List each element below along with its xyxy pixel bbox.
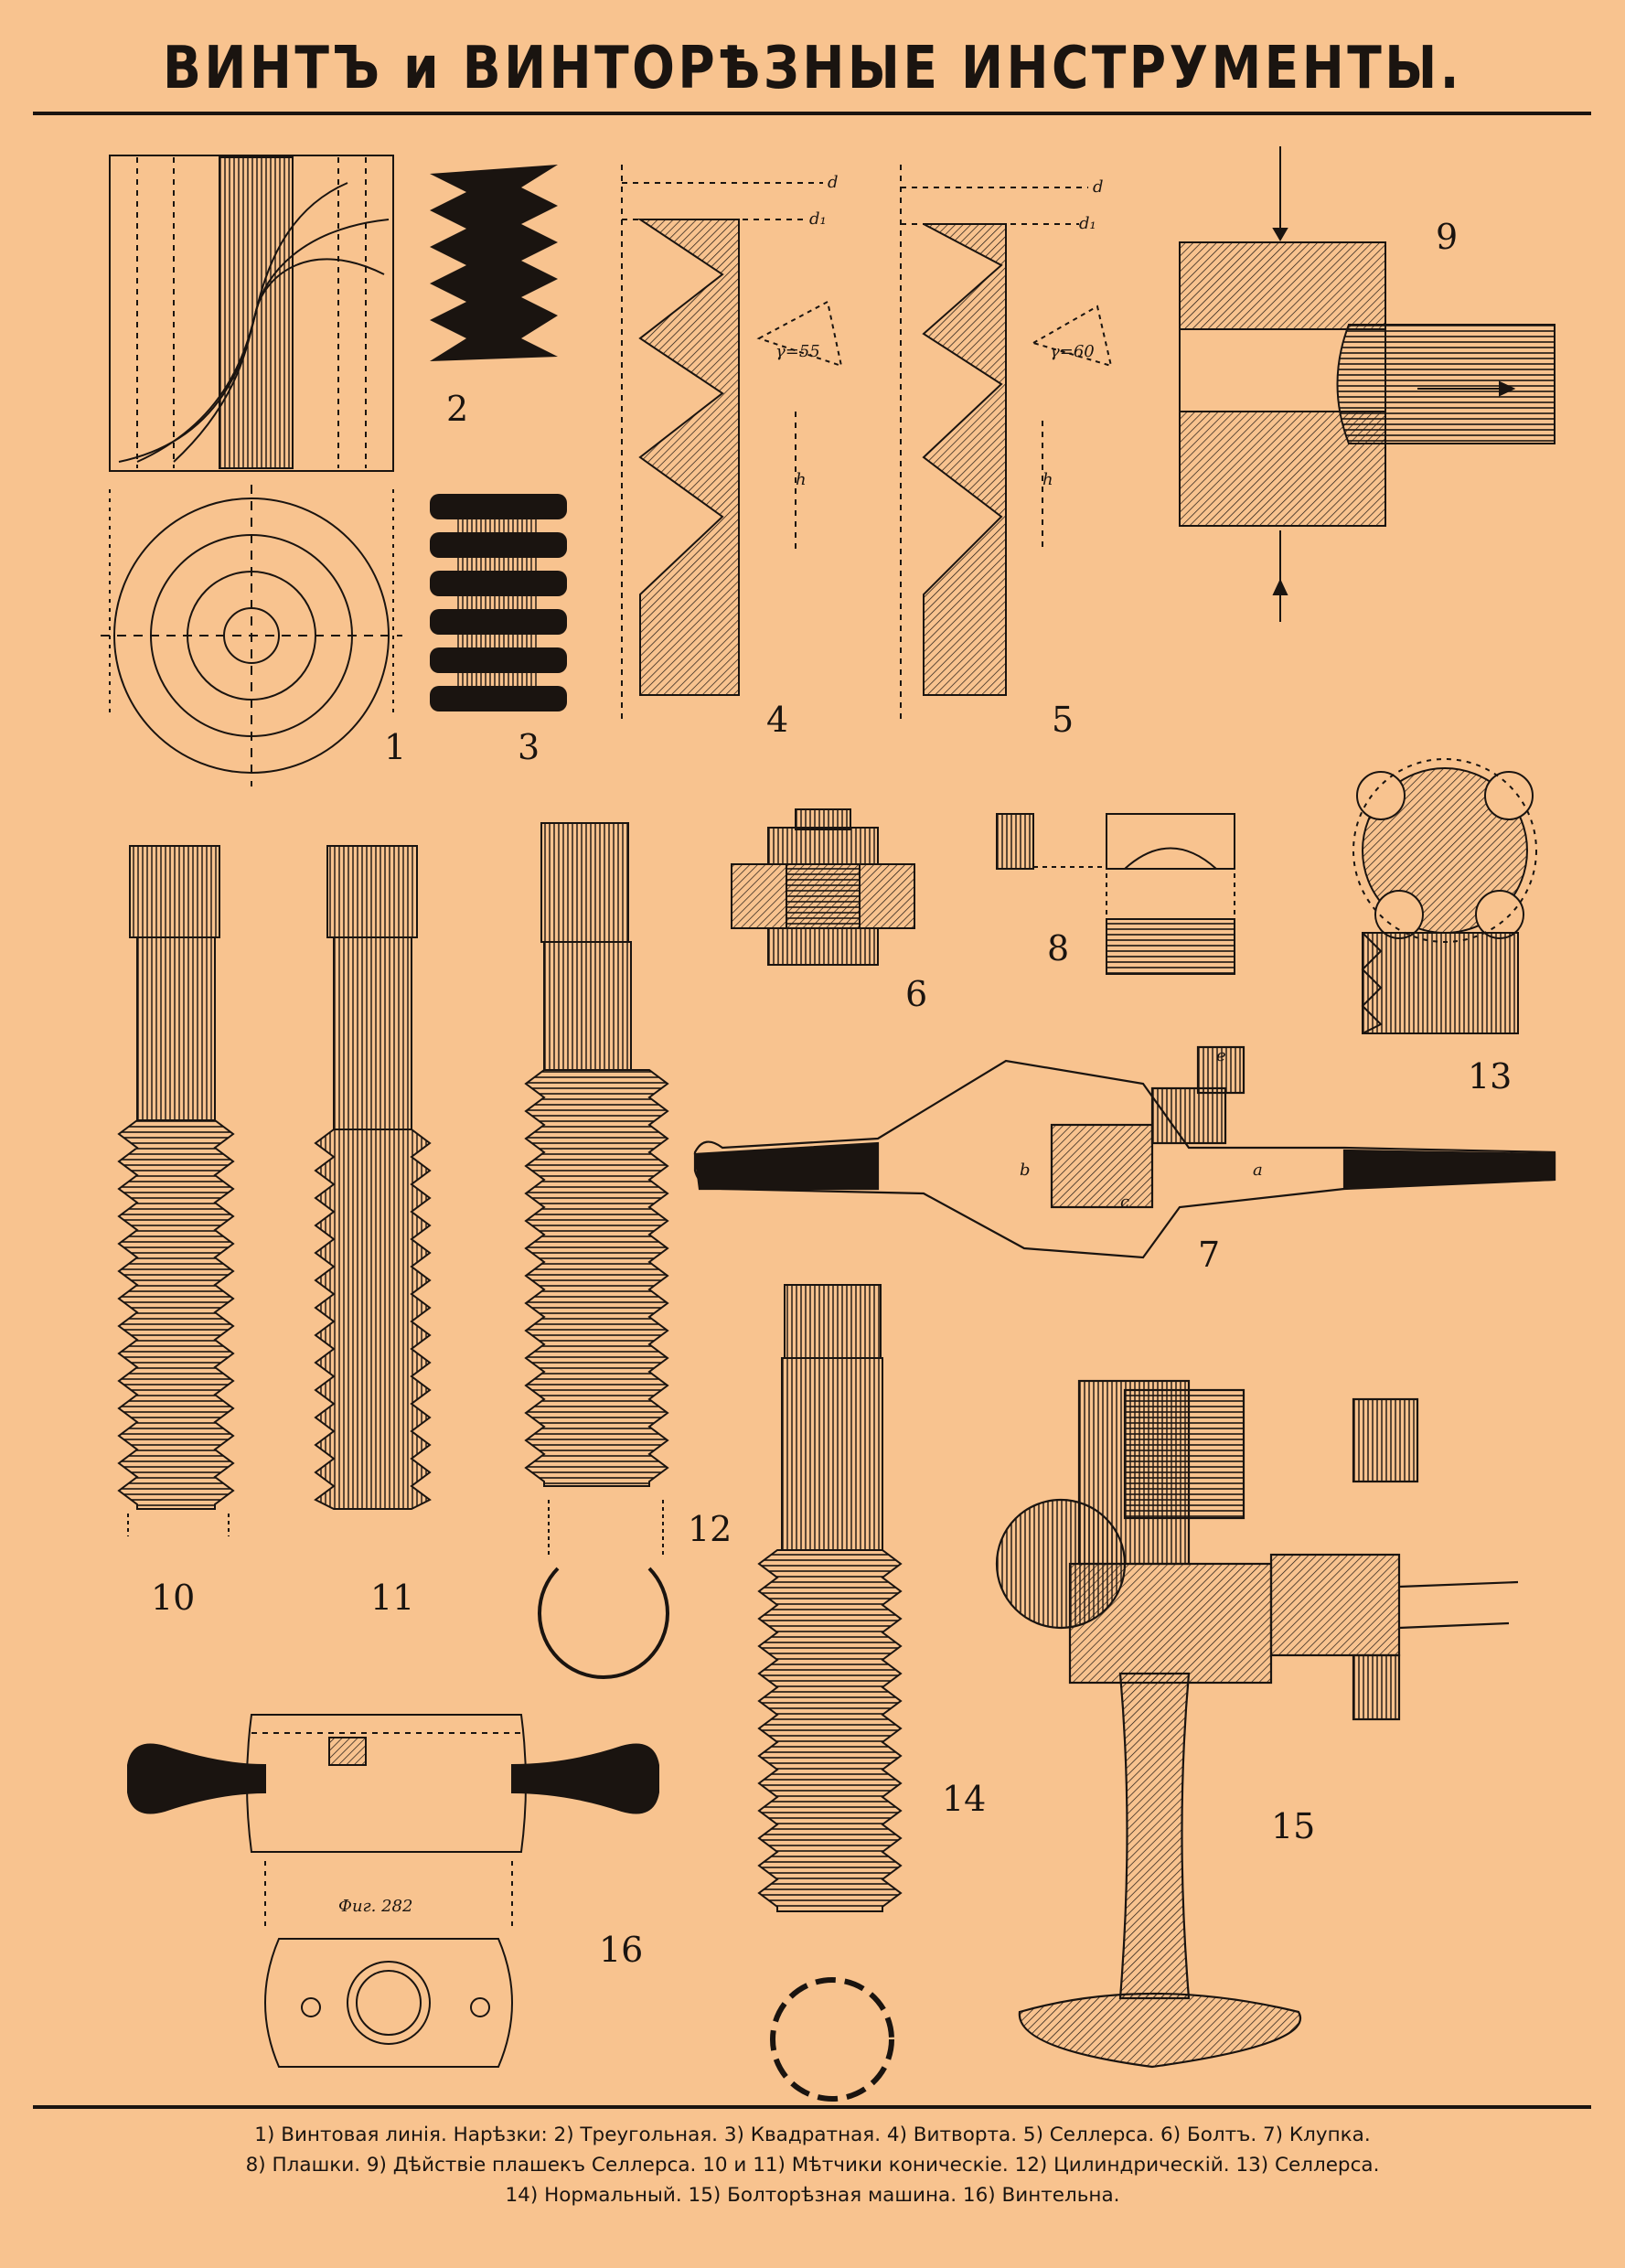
fig5-sellers-profile: [900, 165, 1113, 722]
fig6-bolt: [731, 808, 915, 966]
fig7-label-c: c: [1120, 1193, 1129, 1212]
fig14-number: 14: [942, 1779, 986, 1819]
fig2-number: 2: [446, 389, 468, 429]
bottom-rule: [33, 2105, 1591, 2109]
fig7-label-a: a: [1253, 1161, 1263, 1180]
fig15-number: 15: [1271, 1806, 1315, 1846]
engraving-plate: 1 2 3 d d₁ γ=55 h 4 d d₁ γ=60 h 5: [101, 146, 1556, 2102]
fig10-number: 10: [151, 1578, 195, 1618]
fig5-angle-label: γ=60: [1050, 342, 1095, 361]
caption-line: 14) Нормальный. 15) Болторѣзная машина. …: [505, 2184, 1120, 2207]
fig7-number: 7: [1198, 1235, 1220, 1275]
page-title: ВИНТЪ и ВИНТОРѢЗНЫЕ ИНСТРУМЕНТЫ.: [162, 35, 1463, 102]
fig7-die-stock: [693, 1045, 1556, 1259]
fig4-whitworth-profile: [621, 165, 843, 722]
fig4-label-d: d: [828, 173, 839, 192]
fig10-taper-tap: [117, 845, 235, 1536]
top-rule: [33, 112, 1591, 115]
fig7-label-e: e: [1216, 1046, 1226, 1065]
fig8-number: 8: [1047, 928, 1069, 968]
fig1-helix-drawing: [101, 155, 402, 786]
figure-caption: 1) Винтовая линія. Нарѣзки: 2) Треугольн…: [55, 2120, 1570, 2210]
fig16-stamp-label: Фиг. 282: [338, 1897, 412, 1916]
fig7-label-b: b: [1020, 1161, 1031, 1180]
fig5-number: 5: [1052, 700, 1074, 740]
fig13-number: 13: [1468, 1056, 1512, 1097]
fig1-number: 1: [384, 727, 406, 767]
fig4-number: 4: [766, 700, 788, 740]
fig13-sellers-die: [1352, 758, 1537, 1034]
fig4-angle-label: γ=55: [775, 342, 820, 361]
fig12-cylindrical-tap: [524, 822, 669, 1679]
fig4-label-d1: d₁: [809, 209, 827, 229]
fig16-number: 16: [599, 1930, 643, 1970]
fig16-die-stock: [127, 1714, 659, 2068]
caption-line: 8) Плашки. 9) Дѣйствіе плашекъ Селлерса.…: [245, 2154, 1380, 2177]
fig3-square-thread: [430, 494, 567, 711]
fig6-number: 6: [905, 974, 927, 1014]
fig5-label-d1: d₁: [1079, 214, 1096, 233]
fig11-taper-tap: [314, 845, 432, 1510]
fig3-number: 3: [518, 727, 540, 767]
fig8-dies: [996, 813, 1235, 975]
fig4-label-h: h: [796, 470, 807, 489]
fig15-bolt-cutting-machine: [995, 1379, 1519, 2069]
fig14-standard-tap: [757, 1284, 903, 2102]
fig5-label-d: d: [1093, 177, 1104, 197]
fig9-die-action: [1179, 146, 1556, 622]
caption-line: 1) Винтовая линія. Нарѣзки: 2) Треугольн…: [254, 2124, 1371, 2146]
fig5-label-h: h: [1042, 470, 1053, 489]
fig11-number: 11: [370, 1578, 414, 1618]
fig9-number: 9: [1436, 217, 1458, 257]
fig12-number: 12: [688, 1509, 732, 1549]
fig2-triangular-thread: [430, 165, 558, 361]
